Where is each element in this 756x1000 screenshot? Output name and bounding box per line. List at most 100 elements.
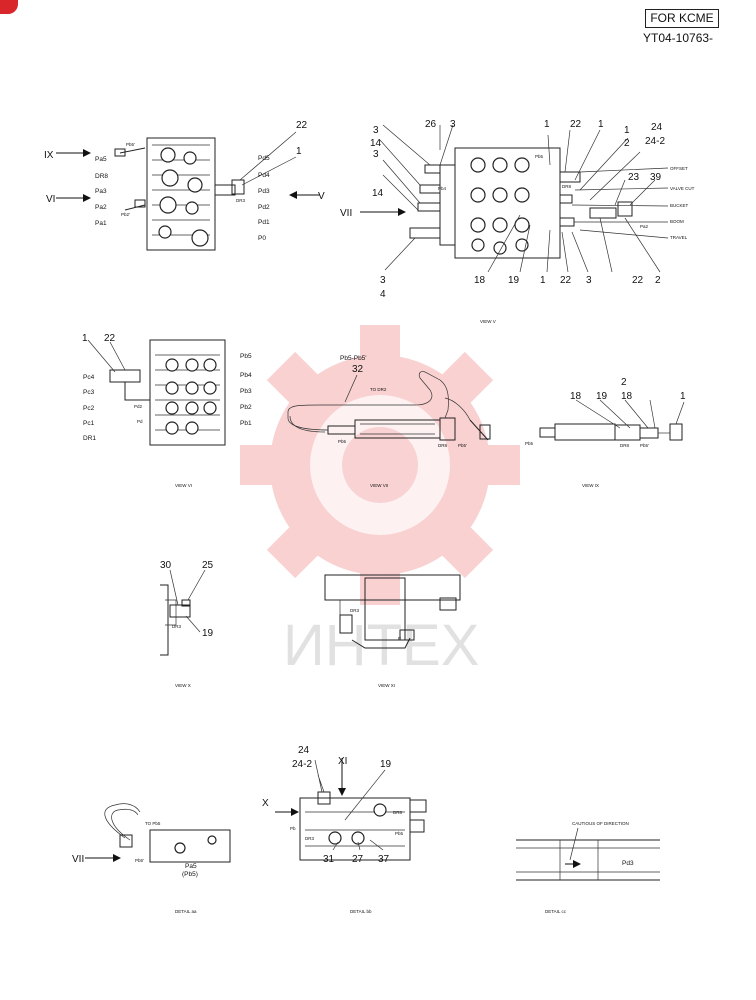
callout: 2 bbox=[624, 138, 630, 149]
port-label: DR3 bbox=[305, 836, 314, 841]
view-ix: 18 19 2 18 1 Pb5 DR8 Pb5' VIEW IX bbox=[525, 377, 686, 488]
port-label: Pd2 bbox=[258, 204, 270, 211]
callout: 1 bbox=[296, 146, 302, 157]
callout: 23 bbox=[628, 172, 640, 183]
view-caption: VIEW IX bbox=[582, 483, 599, 488]
callout: 24-2 bbox=[292, 759, 312, 770]
port-label: DR1 bbox=[83, 435, 96, 442]
arrow-label-ix: IX bbox=[44, 150, 54, 161]
callout: 3 bbox=[373, 149, 379, 160]
callout: 19 bbox=[202, 628, 214, 639]
to-label: TO Pb5 bbox=[145, 821, 161, 826]
port-label: Pa5 bbox=[95, 156, 107, 163]
view-vi: 1 22 Pc4 Pc3 Pc2 Pc1 DR1 Pb5 Pb4 Pb3 Pb2… bbox=[82, 333, 252, 488]
view-caption: VIEW VI bbox=[175, 483, 192, 488]
callout: 31 bbox=[323, 854, 335, 865]
callout: 1 bbox=[540, 275, 546, 286]
callout: 32 bbox=[352, 364, 364, 375]
port-label: DR8 bbox=[393, 810, 402, 815]
port-label: Pb5 bbox=[240, 353, 252, 360]
port-label: Pb5' bbox=[458, 443, 467, 448]
view-caption: VIEW XI bbox=[378, 683, 395, 688]
detail-bb: 24 24-2 19 31 27 37 XI X Pb DR3 DR8 Pb5 … bbox=[262, 745, 427, 914]
port-label: Pb2 bbox=[240, 404, 252, 411]
top-left-view: IX VI V 22 1 Pa5 DR8 Pa3 Pa2 Pa1 Pd5 Pd4… bbox=[44, 120, 325, 251]
port-label: Pc1 bbox=[83, 420, 95, 427]
port-label: Pd5 bbox=[258, 155, 270, 162]
document-number: YT04-10763- bbox=[643, 31, 714, 45]
callout: 2 bbox=[655, 275, 661, 286]
watermark-gear-icon: ИНТЕХ bbox=[240, 325, 520, 678]
port-label: P0 bbox=[258, 235, 266, 242]
callout: 22 bbox=[104, 333, 116, 344]
port-label: Pc2 bbox=[83, 405, 95, 412]
inner-label: Pd bbox=[137, 419, 143, 424]
function-label: BOOM bbox=[670, 219, 684, 224]
callout: 27 bbox=[352, 854, 364, 865]
view-caption: VIEW V bbox=[480, 319, 496, 324]
callout: 25 bbox=[202, 560, 214, 571]
port-label: DR3 bbox=[172, 624, 181, 629]
port-label: DR8 bbox=[620, 443, 629, 448]
port-label: Pa3 bbox=[95, 188, 107, 195]
view-caption: VIEW X bbox=[175, 683, 191, 688]
to-label: TO DR2 bbox=[370, 387, 387, 392]
callout: 19 bbox=[380, 759, 392, 770]
callout: 14 bbox=[370, 138, 382, 149]
port-label: Pa1 bbox=[95, 220, 107, 227]
callout: 24-2 bbox=[645, 136, 665, 147]
view-vii: Pb5-Pb5' 32 TO DR2 Pb5 DR8 Pb5' VIEW VII bbox=[287, 355, 491, 488]
callout: 14 bbox=[372, 188, 384, 199]
callout: 22 bbox=[560, 275, 572, 286]
inner-label: DR3 bbox=[236, 198, 245, 203]
callout: 30 bbox=[160, 560, 172, 571]
arrow-label-vi: VI bbox=[46, 194, 55, 205]
port-label: Pc4 bbox=[83, 374, 95, 381]
callout: 19 bbox=[596, 391, 608, 402]
inner-label: Pd2 bbox=[134, 404, 143, 409]
port-label: Pb5 bbox=[395, 831, 404, 836]
function-label: OFFSET bbox=[670, 166, 688, 171]
arrow-label-x: X bbox=[262, 798, 269, 809]
port-label: DR8 bbox=[438, 443, 447, 448]
top-right-view: 3 26 3 14 1 22 1 1 2 24 24-2 3 14 3 4 18… bbox=[340, 119, 695, 324]
callout: 4 bbox=[380, 289, 386, 300]
port-label: Pa5 bbox=[185, 863, 197, 870]
port-label: Pb bbox=[290, 826, 296, 831]
callout: 1 bbox=[598, 119, 604, 130]
callout: 3 bbox=[373, 125, 379, 136]
port-label: (Pb5) bbox=[182, 871, 198, 878]
arrow-label-vii: VII bbox=[340, 208, 352, 219]
port-label: DR3 bbox=[350, 608, 359, 613]
inner-label: DR8 bbox=[562, 184, 571, 189]
callout: 1 bbox=[544, 119, 550, 130]
callout: 2 bbox=[621, 377, 627, 388]
arrow-label-vii: VII bbox=[72, 854, 84, 865]
kcme-tag: FOR KCME bbox=[645, 9, 719, 28]
view-caption: DETAIL cc bbox=[545, 909, 567, 914]
watermark-text: ИНТЕХ bbox=[283, 613, 479, 678]
inner-label: Pb4 bbox=[438, 186, 447, 191]
callout: 18 bbox=[621, 391, 633, 402]
view-x: 30 25 19 DR3 VIEW X bbox=[160, 560, 214, 688]
function-label: VALVE CUT bbox=[670, 186, 695, 191]
callout: 22 bbox=[296, 120, 308, 131]
callout: 1 bbox=[82, 333, 88, 344]
function-label: BUCKET bbox=[670, 203, 689, 208]
callout: 19 bbox=[508, 275, 520, 286]
port-label: Pa2 bbox=[95, 204, 107, 211]
callout: 26 bbox=[425, 119, 437, 130]
callout: 3 bbox=[450, 119, 456, 130]
callout: 24 bbox=[651, 122, 663, 133]
inner-label: Pa2 bbox=[640, 224, 649, 229]
port-label: Pd3 bbox=[622, 860, 634, 867]
callout: 1 bbox=[680, 391, 686, 402]
inner-label: Pb5 bbox=[535, 154, 544, 159]
detail-aa: VII TO Pb5 Pb5' Pa5 (Pb5) DETAIL aa bbox=[72, 803, 231, 914]
port-label: Pb3 bbox=[240, 388, 252, 395]
port-label: Pb1 bbox=[240, 420, 252, 427]
port-label: Pd4 bbox=[258, 172, 270, 179]
inner-label: Pb2' bbox=[121, 212, 130, 217]
callout: 22 bbox=[632, 275, 644, 286]
